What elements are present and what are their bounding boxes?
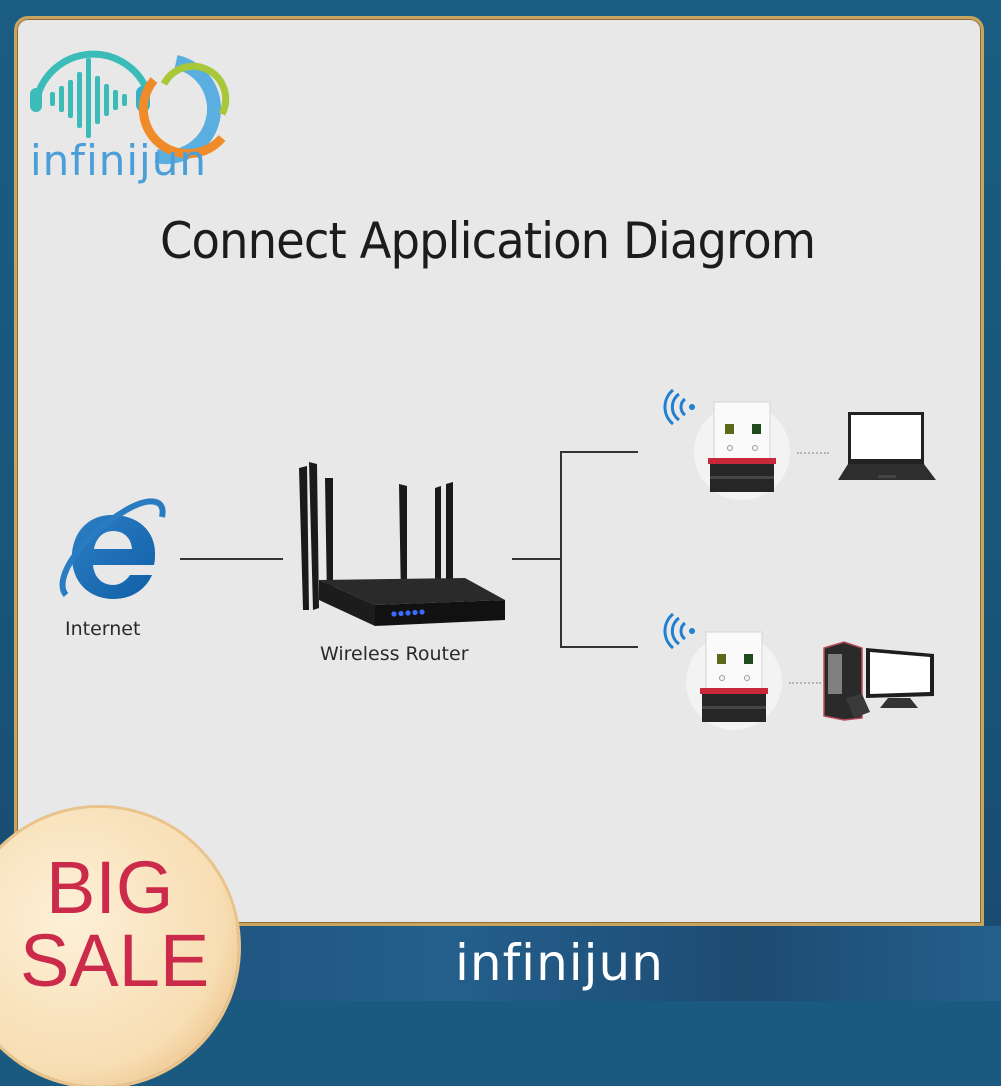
brand-logo-icon [30, 50, 230, 165]
laptop-icon [838, 412, 936, 480]
connector-branch-top [560, 451, 638, 453]
brand-logo-text: infinijun [30, 136, 207, 185]
desktop-computer-icon [823, 641, 934, 721]
connector-branch-vertical [560, 451, 562, 648]
content-panel [14, 16, 984, 926]
usb-wifi-adapter-icon [686, 631, 782, 730]
internet-explorer-icon [59, 498, 166, 599]
footer-brand-text: infinijun [455, 934, 664, 992]
big-sale-line2: SALE [20, 919, 210, 1002]
router-label: Wireless Router [320, 643, 469, 665]
connector-branch-bottom [560, 646, 638, 648]
dotted-link-top [797, 452, 829, 454]
connector-internet-router [180, 558, 283, 560]
wireless-router-icon [299, 462, 505, 626]
big-sale-line1: BIG [46, 846, 174, 929]
wifi-signal-icon [663, 612, 695, 650]
wifi-signal-icon [663, 388, 695, 426]
usb-wifi-adapter-icon [694, 401, 790, 500]
connector-router-branch [512, 558, 562, 560]
dotted-link-bottom [789, 682, 821, 684]
internet-label: Internet [65, 618, 141, 640]
diagram-title: Connect Application Diagrom [160, 212, 816, 270]
